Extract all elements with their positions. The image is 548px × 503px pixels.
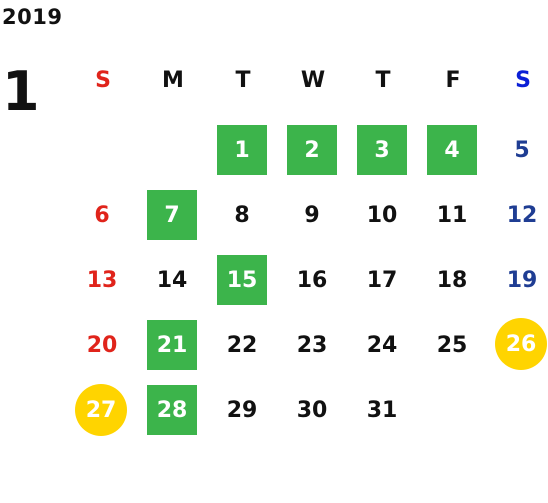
day-cell[interactable]: 3 [357, 125, 407, 175]
day-cell[interactable]: 30 [296, 397, 328, 423]
day-cell[interactable]: 15 [217, 255, 267, 305]
day-cell[interactable]: 8 [234, 202, 250, 228]
year-label: 2019 [2, 5, 63, 29]
weekday-header-thursday: T [375, 67, 391, 93]
day-cell[interactable]: 19 [506, 267, 538, 293]
day-cell[interactable]: 13 [86, 267, 118, 293]
day-cell[interactable]: 18 [436, 267, 468, 293]
day-cell[interactable]: 28 [147, 385, 197, 435]
day-cell[interactable]: 4 [427, 125, 477, 175]
day-cell[interactable]: 22 [226, 332, 258, 358]
day-cell[interactable]: 23 [296, 332, 328, 358]
day-cell[interactable]: 16 [296, 267, 328, 293]
weekday-header-sunday: S [95, 67, 111, 93]
day-cell[interactable]: 1 [217, 125, 267, 175]
month-number: 1 [2, 60, 40, 123]
weekday-header-saturday: S [515, 67, 531, 93]
day-cell-highlighted[interactable]: 27 [75, 384, 127, 436]
day-cell[interactable]: 5 [514, 137, 530, 163]
day-cell[interactable]: 21 [147, 320, 197, 370]
day-cell[interactable]: 24 [366, 332, 398, 358]
day-cell[interactable]: 6 [94, 202, 110, 228]
day-cell[interactable]: 25 [436, 332, 468, 358]
day-cell[interactable]: 20 [86, 332, 118, 358]
weekday-header-wednesday: W [300, 67, 326, 93]
day-cell[interactable]: 14 [156, 267, 188, 293]
weekday-header-friday: F [445, 67, 461, 93]
day-cell[interactable]: 7 [147, 190, 197, 240]
day-cell[interactable]: 17 [366, 267, 398, 293]
day-cell[interactable]: 2 [287, 125, 337, 175]
weekday-header-monday: M [162, 67, 184, 93]
day-cell[interactable]: 10 [366, 202, 398, 228]
day-cell[interactable]: 11 [436, 202, 468, 228]
day-cell[interactable]: 29 [226, 397, 258, 423]
day-cell[interactable]: 12 [506, 202, 538, 228]
day-cell-highlighted[interactable]: 26 [495, 318, 547, 370]
weekday-header-tuesday: T [235, 67, 251, 93]
day-cell[interactable]: 9 [304, 202, 320, 228]
day-cell[interactable]: 31 [366, 397, 398, 423]
